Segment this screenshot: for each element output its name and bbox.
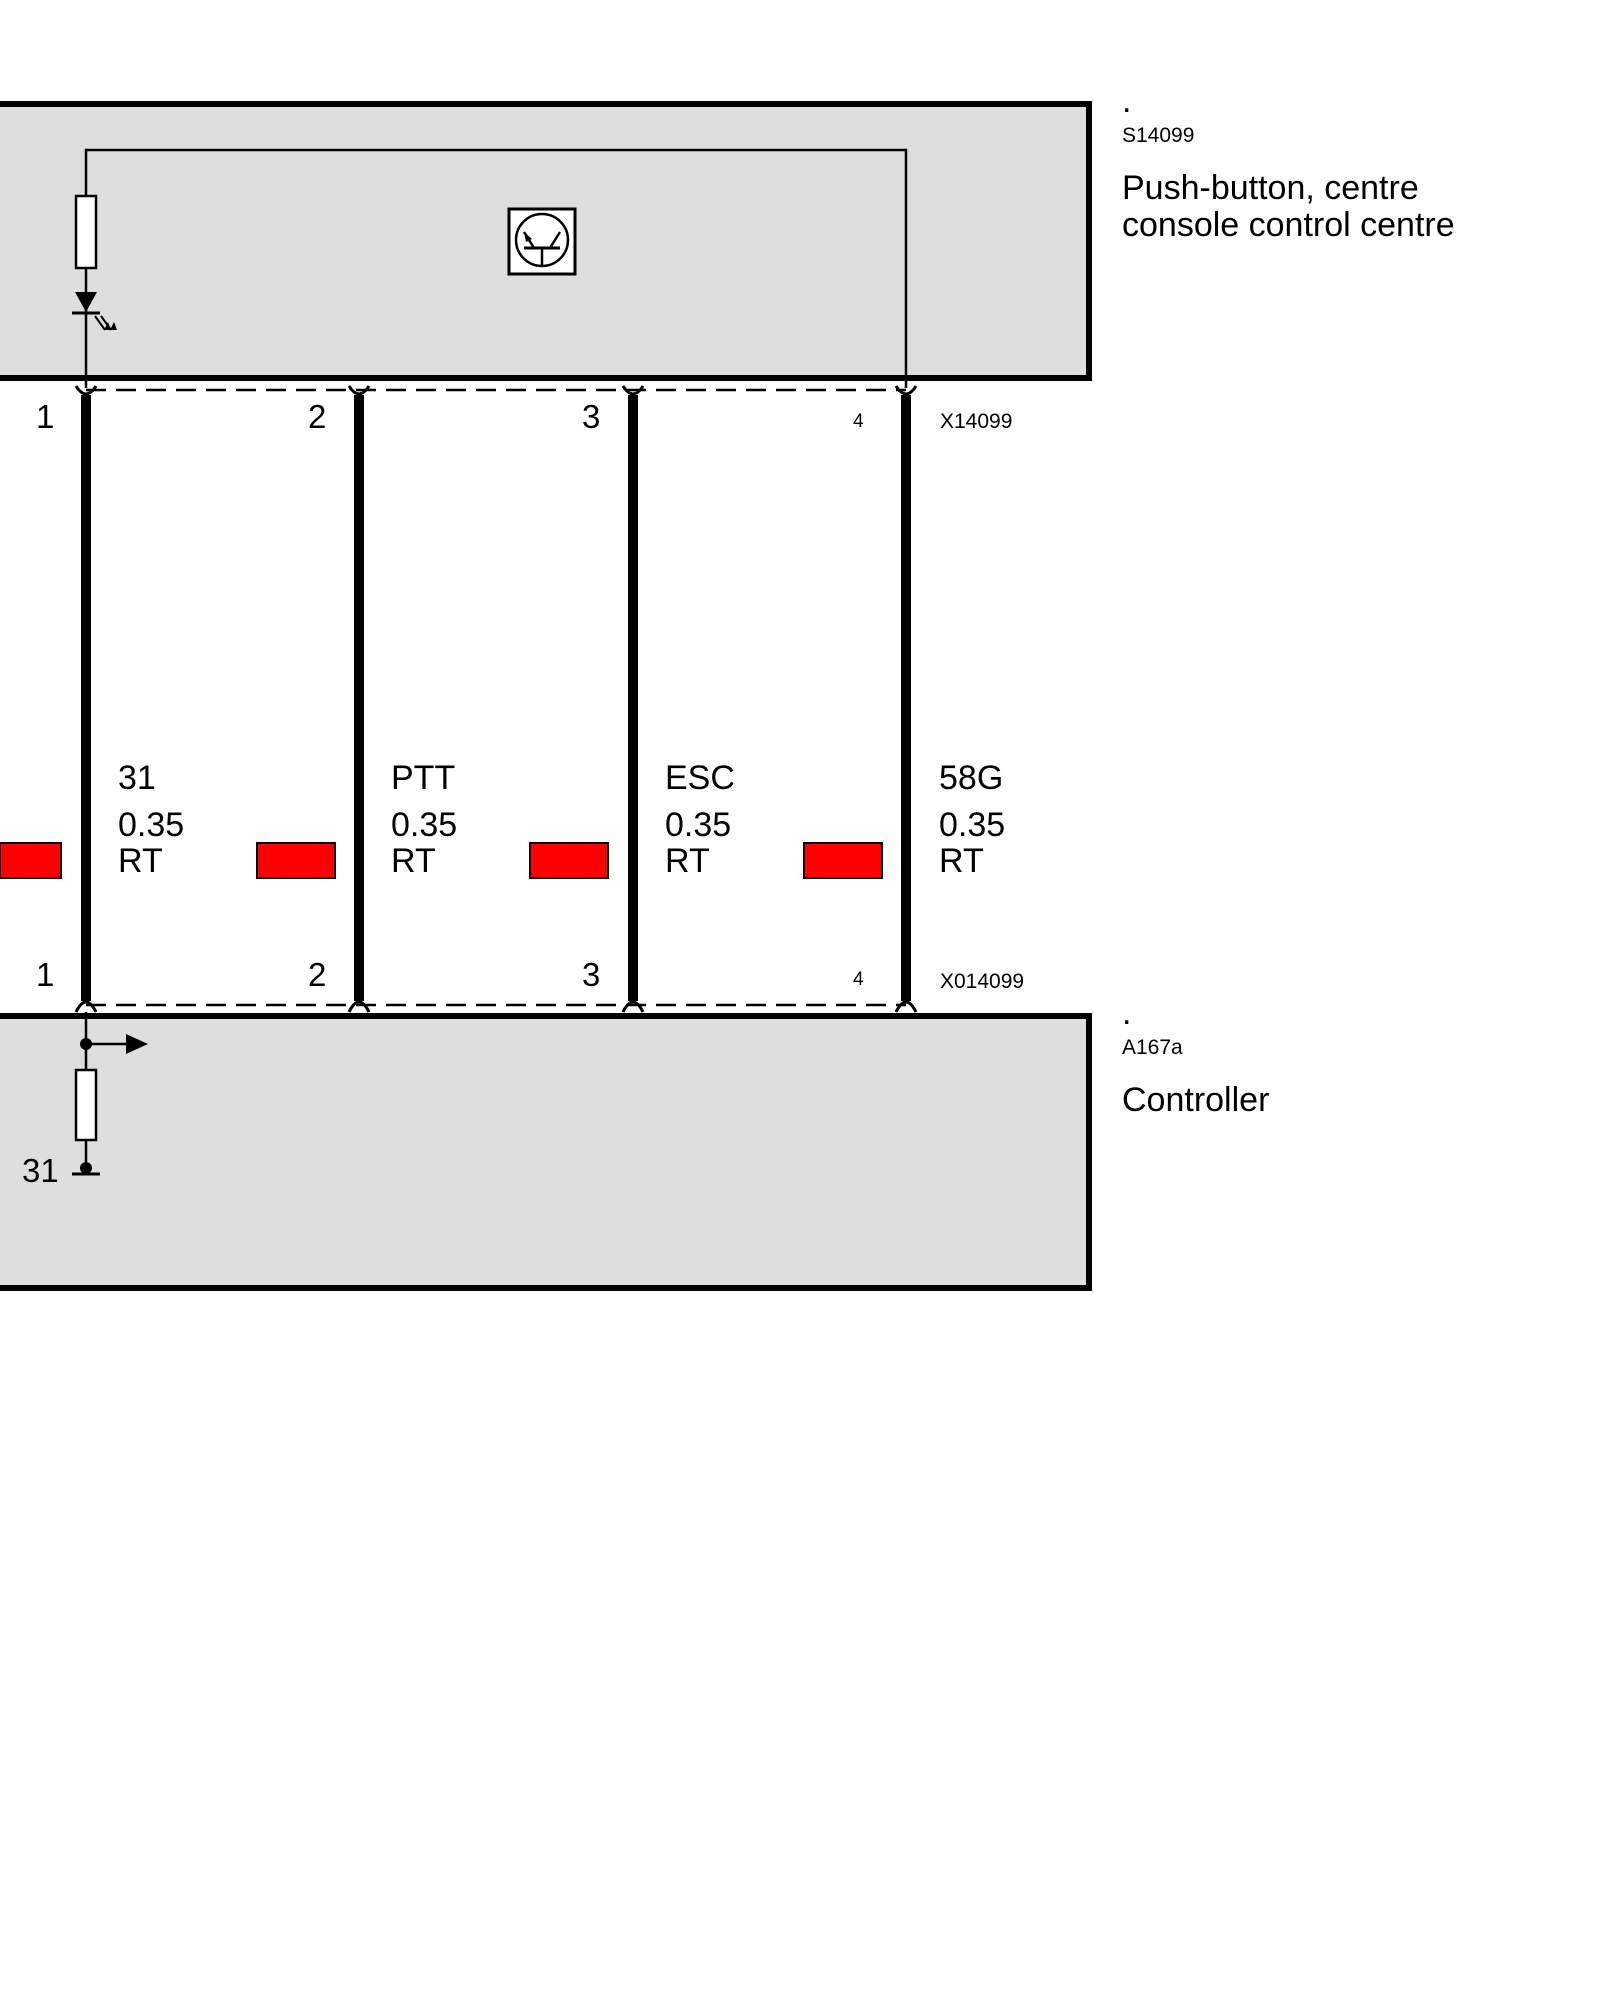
pin-bottom: 2 [308, 956, 326, 993]
bottom-component-box [0, 1013, 1092, 1291]
pin-top: 4 [853, 411, 864, 432]
bottom-connector-label: X014099 [940, 970, 1024, 993]
wire-color-marker [0, 842, 62, 879]
pin-bottom: 4 [853, 969, 864, 990]
wire-cross-section: 0.35 [118, 806, 184, 844]
bottom-component-name: Controller [1122, 1081, 1269, 1119]
arrow-right-icon [86, 1034, 148, 1054]
top-pin-arc [894, 385, 918, 396]
pin-top: 2 [308, 398, 326, 435]
bottom-component: 31 . A167a Controller [0, 994, 1269, 1291]
wire-signal: 31 [118, 759, 156, 797]
top-component-name-line1: Push-button, centre [1122, 169, 1419, 207]
top-component-dot: . [1122, 82, 1131, 120]
top-pin-arc [74, 385, 98, 396]
top-component-name-line2: console control centre [1122, 206, 1455, 244]
wire-2[interactable]: 2 2 PTT 0.35 RT [256, 385, 457, 1013]
top-component-code: S14099 [1122, 124, 1194, 147]
resistor-icon [74, 194, 98, 270]
ground-icon [72, 1162, 100, 1176]
wire-color-code: RT [118, 842, 163, 880]
wire-1[interactable]: 1 1 31 0.35 RT [0, 385, 184, 1013]
wire-color-marker [256, 842, 336, 879]
bottom-component-dot: . [1122, 994, 1131, 1032]
wire-4[interactable]: 4 4 58G 0.35 RT [803, 385, 1005, 1013]
wire-signal: 58G [939, 759, 1003, 797]
ground-label: 31 [22, 1152, 59, 1189]
bottom-pin-arc [347, 1000, 371, 1013]
bottom-pin-arc [74, 1000, 98, 1013]
wire-color-marker [529, 842, 609, 879]
bottom-pin-arc [621, 1000, 645, 1013]
wire-signal: PTT [391, 759, 455, 797]
top-connector-label: X14099 [940, 410, 1012, 433]
wire-cross-section: 0.35 [665, 806, 731, 844]
pin-bottom: 1 [36, 956, 54, 993]
pin-top: 3 [582, 398, 600, 435]
led-icon [72, 292, 117, 331]
transistor-icon [507, 207, 577, 276]
wire-cross-section: 0.35 [391, 806, 457, 844]
wire-signal: ESC [665, 759, 735, 797]
bottom-component-code: A167a [1122, 1036, 1183, 1059]
wire-color-code: RT [939, 842, 984, 880]
wire-color-marker [803, 842, 883, 879]
resistor-icon [74, 1068, 98, 1142]
wire-3[interactable]: 3 3 ESC 0.35 RT [529, 385, 735, 1013]
wire-cross-section: 0.35 [939, 806, 1005, 844]
pin-bottom: 3 [582, 956, 600, 993]
top-pin-arc [621, 385, 645, 396]
wire-color-code: RT [665, 842, 710, 880]
pin-top: 1 [36, 398, 54, 435]
bottom-pin-arc [894, 1000, 918, 1013]
top-pin-arc [347, 385, 371, 396]
wire-color-code: RT [391, 842, 436, 880]
top-component: . S14099 Push-button, centre console con… [0, 82, 1455, 388]
